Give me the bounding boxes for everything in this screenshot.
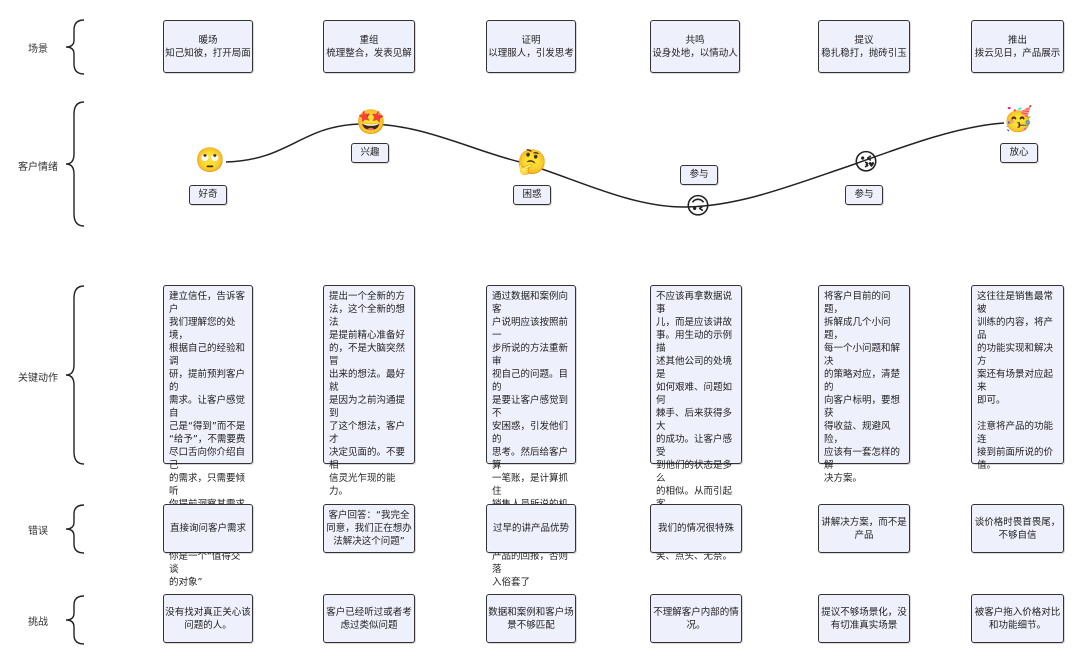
brace-actions: [65, 285, 85, 465]
mistake-box-2: 客户回答：“我完全 同意，我们正在想办 法解决这个问题”: [323, 504, 415, 553]
scene-box-3: 证明 以理服人，引发思考: [486, 20, 576, 73]
brace-emotion: [65, 101, 85, 227]
row-label-challenges: 挑战: [28, 617, 48, 628]
eyes-up-emoji-icon: 🙄: [195, 146, 225, 174]
scene-title: 重组: [359, 34, 379, 46]
emotion-tag-curious: 好奇: [189, 185, 227, 205]
thinking-emoji-icon: 🤔: [517, 148, 547, 176]
scene-title: 提议: [854, 34, 874, 46]
mistake-box-5: 讲解决方案，而不是 产品: [818, 504, 910, 553]
action-box-3: 通过数据和案例向客 户说明应该按照前一 步所说的方法重新审 视自己的问题。目的 …: [486, 285, 576, 588]
scene-box-6: 推出 拨云见日，产品展示: [971, 20, 1064, 73]
brace-scene: [65, 19, 85, 75]
mistake-box-4: 我们的情况很特殊: [650, 504, 742, 553]
emotion-tag-engaged-1: 参与: [680, 165, 718, 185]
emotion-tag-confused: 困惑: [513, 185, 551, 205]
action-box-4: 不应该再拿数据说事 儿，而是应该讲故 事。用生动的示例描 述其他公司的处境是 如…: [650, 285, 742, 562]
action-box-2: 提出一个全新的方 法，这个全新的想法 是提前精心准备好 的，不是大脑突然冒 出来…: [323, 285, 415, 497]
emotion-tag-reassured: 放心: [1000, 143, 1038, 163]
action-box-5: 将客户目前的问题， 拆解成几个小问题， 每一个小问题和解决 的策略对应，清楚的 …: [818, 285, 910, 484]
upside-down-emoji-icon: 🙃: [685, 192, 711, 220]
brace-mistakes: [65, 504, 85, 554]
kissing-heart-emoji-icon: 😘: [853, 148, 879, 176]
scene-box-4: 共鸣 设身处地，以情动人: [650, 20, 740, 73]
row-label-mistakes: 错误: [28, 526, 48, 537]
row-label-emotion: 客户情绪: [18, 162, 58, 173]
scene-title: 证明: [521, 34, 541, 46]
mistake-box-1: 直接询问客户需求: [163, 504, 253, 553]
scene-title: 暖场: [198, 34, 218, 46]
challenge-box-2: 客户已经听过或者考 虑过类似问题: [323, 594, 415, 643]
challenge-box-6: 被客户拖入价格对比 和功能细节。: [971, 594, 1064, 643]
scene-subtitle: 梳理整合，发表见解: [326, 47, 412, 59]
row-label-actions: 关键动作: [18, 373, 58, 384]
challenge-box-3: 数据和案例和客户场 景不够匹配: [486, 594, 576, 643]
scene-title: 共鸣: [685, 34, 705, 46]
scene-box-2: 重组 梳理整合，发表见解: [323, 20, 415, 73]
brace-challenges: [65, 595, 85, 645]
challenge-box-5: 提议不够场景化，没 有切准真实场景: [818, 594, 910, 643]
party-emoji-icon: 🥳: [1003, 105, 1033, 133]
scene-subtitle: 稳扎稳打，抛砖引玉: [821, 47, 907, 59]
mistake-box-6: 谈价格时畏首畏尾， 不够自信: [971, 504, 1064, 553]
scene-box-1: 暖场 知己知彼，打开局面: [163, 20, 253, 73]
action-box-6: 这往往是销售最常被 训练的内容，将产品 的功能实现和解决方 案还有场景对应起来 …: [971, 285, 1064, 471]
scene-subtitle: 以理服人，引发思考: [488, 47, 574, 59]
scene-subtitle: 拨云见日，产品展示: [974, 47, 1061, 59]
mistake-box-3: 过早的讲产品优势: [486, 504, 576, 553]
scene-subtitle: 知己知彼，打开局面: [165, 47, 251, 59]
row-label-scene: 场景: [28, 44, 48, 55]
action-box-1: 建立信任，告诉客户 我们理解您的处境， 根据自己的经验和调 研，提前预判客户的 …: [163, 285, 253, 588]
emotion-tag-interest: 兴趣: [351, 143, 389, 163]
emotion-tag-engaged-2: 参与: [845, 185, 883, 205]
scene-title: 推出: [1007, 34, 1027, 46]
scene-box-5: 提议 稳扎稳打，抛砖引玉: [818, 20, 910, 73]
scene-subtitle: 设身处地，以情动人: [652, 47, 738, 59]
star-struck-emoji-icon: 🤩: [356, 108, 386, 136]
challenge-box-1: 没有找对真正关心该 问题的人。: [163, 594, 253, 643]
challenge-box-4: 不理解客户内部的情 况。: [650, 594, 742, 643]
